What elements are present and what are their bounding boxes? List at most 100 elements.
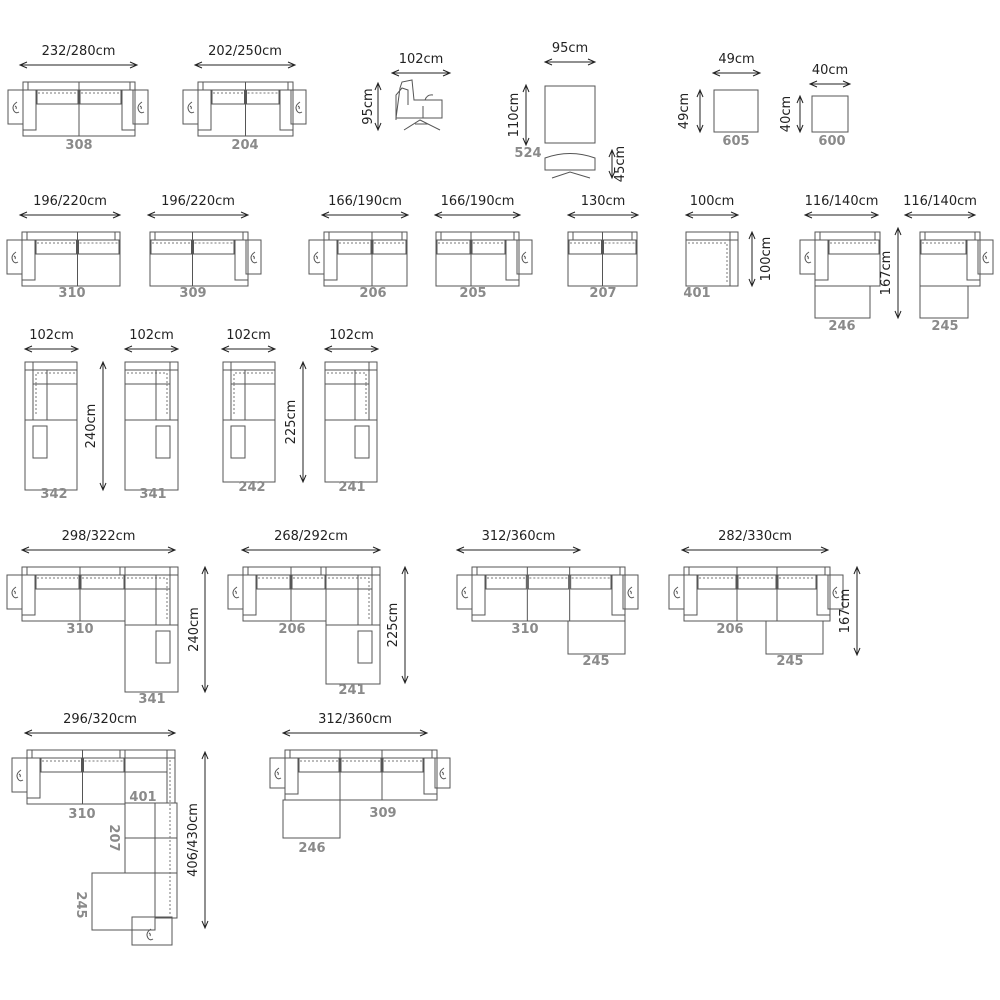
arrow-left-icon — [566, 211, 576, 219]
module-code: 401 — [129, 790, 156, 805]
arrow-left-icon — [903, 211, 913, 219]
seat-cushion — [256, 574, 291, 590]
arrow-down-icon — [201, 684, 209, 694]
module-code: 309 — [179, 286, 206, 301]
arrow-right-icon — [400, 211, 410, 219]
side-backrest — [24, 361, 34, 421]
stitch-line — [688, 242, 728, 284]
width-label: 102cm — [226, 328, 271, 343]
chaise-extension — [567, 620, 626, 655]
arrow-right-icon — [512, 211, 522, 219]
seat-cushion — [246, 89, 280, 105]
width-label: 102cm — [129, 328, 174, 343]
armrest — [424, 94, 434, 101]
seat-cushion — [230, 369, 276, 385]
width-label: 116/140cm — [903, 194, 977, 209]
arrow-right-icon — [842, 80, 852, 88]
side-cushion — [154, 872, 178, 919]
seat-cushion — [337, 239, 372, 255]
arrow-right-icon — [267, 345, 277, 353]
depth-label: 240cm — [187, 607, 202, 652]
arrow-right-icon — [587, 58, 597, 66]
arrow-left-icon — [711, 69, 721, 77]
arrow-left-icon — [323, 345, 333, 353]
seat-cushion — [828, 239, 880, 255]
chaise-extension — [282, 799, 341, 839]
seat-cushion — [471, 239, 506, 255]
armrest-panel — [516, 239, 533, 275]
arrow-right-icon — [442, 69, 452, 77]
stitch-line — [233, 372, 273, 384]
seat-cushion — [291, 574, 326, 590]
width-label: 102cm — [329, 328, 374, 343]
seat-cushion — [527, 574, 570, 590]
arrow-up-icon — [894, 226, 902, 236]
backrest — [247, 566, 322, 576]
module-code: 310 — [68, 807, 95, 822]
seat-cushion — [40, 757, 82, 773]
module-code: 207 — [106, 824, 121, 851]
width-label: 202/250cm — [208, 44, 282, 59]
armrest — [279, 89, 294, 131]
arrow-down-icon — [374, 122, 382, 132]
arrow-right-icon — [287, 61, 297, 69]
seat-cushion — [124, 757, 168, 773]
arrow-left-icon — [23, 345, 33, 353]
width-label: 166/190cm — [328, 194, 402, 209]
recliner-icon — [11, 586, 19, 599]
width-label: 100cm — [690, 194, 735, 209]
arrow-right-icon — [167, 729, 177, 737]
backrest — [26, 566, 121, 576]
armrest-panel — [668, 574, 685, 610]
arrow-left-icon — [803, 211, 813, 219]
armrest — [505, 239, 520, 281]
side-backrest — [729, 231, 739, 287]
swivel-base — [403, 119, 441, 131]
arrow-left-icon — [123, 345, 133, 353]
arrow-left-icon — [18, 61, 28, 69]
module-code: 341 — [139, 487, 166, 502]
module-code: 341 — [138, 692, 165, 707]
width-label: 95cm — [552, 41, 588, 56]
stitch-line — [127, 372, 168, 384]
seat-cushion — [211, 89, 245, 105]
recliner-icon — [250, 251, 258, 264]
armrest — [323, 239, 338, 281]
armrest-panel — [6, 574, 23, 610]
recliner-icon — [16, 769, 24, 782]
arrow-left-icon — [320, 211, 330, 219]
side-backrest — [222, 361, 232, 421]
seat-cushion — [83, 757, 125, 773]
width-label: 166/190cm — [441, 194, 515, 209]
arrow-right-icon — [572, 546, 582, 554]
armrest-panel — [6, 239, 23, 275]
module-code: 310 — [66, 622, 93, 637]
armrest-panel — [7, 89, 24, 125]
backrest — [688, 566, 826, 576]
depth-label: 49cm — [677, 93, 692, 129]
armrest — [121, 89, 136, 131]
arrow-down-icon — [796, 124, 804, 134]
width-label: 196/220cm — [161, 194, 235, 209]
arrow-right-icon — [70, 345, 80, 353]
armrest — [966, 239, 981, 281]
arrow-up-icon — [401, 565, 409, 575]
seat-cushion — [568, 239, 602, 255]
armrest — [423, 757, 438, 795]
arrow-right-icon — [752, 69, 762, 77]
depth-label: 225cm — [284, 400, 299, 445]
arrow-down-icon — [894, 310, 902, 320]
depth-label: 167cm — [879, 251, 894, 296]
side-cushion — [155, 574, 171, 626]
armrest-panel — [227, 574, 244, 610]
chaise-extension — [765, 620, 824, 655]
backrest — [31, 749, 121, 759]
ottoman — [544, 153, 596, 171]
armrest — [471, 574, 486, 616]
